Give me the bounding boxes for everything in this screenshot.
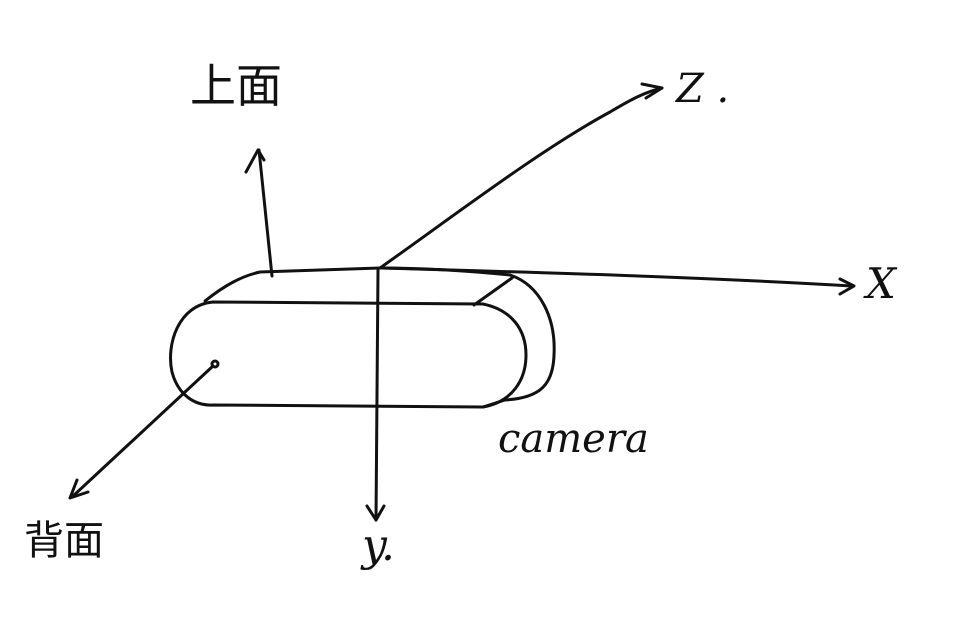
y-axis	[365, 268, 386, 522]
back-face-arrowhead	[68, 478, 90, 500]
back-face-arrow	[68, 359, 220, 500]
z-axis-line	[378, 86, 664, 270]
y-axis-line	[374, 268, 380, 522]
camera-body	[169, 266, 556, 409]
back-face-label: 背面	[24, 518, 104, 564]
top-face-arrow-shaft	[257, 148, 274, 278]
x-axis-arrowhead	[838, 277, 856, 296]
camera-side-outline	[481, 273, 556, 409]
x-axis-label: X	[863, 259, 898, 308]
camera-top-edge	[203, 266, 512, 303]
back-face-arrow-shaft	[70, 364, 215, 499]
top-face-label: 上面	[190, 59, 282, 113]
x-axis-line	[380, 266, 854, 288]
y-axis-arrowhead	[365, 504, 386, 522]
y-axis-label: y.	[360, 520, 395, 571]
camera-label: camera	[498, 416, 649, 462]
x-axis	[380, 266, 856, 296]
back-face-origin-dot	[210, 359, 220, 369]
camera-front-outline	[169, 300, 528, 409]
z-axis	[378, 82, 664, 270]
top-face-arrow-head	[244, 148, 266, 174]
top-face-arrow	[244, 148, 274, 278]
z-axis-arrowhead	[640, 82, 664, 100]
camera-top-corner-edge	[472, 276, 514, 307]
z-axis-label: Z .	[674, 66, 729, 112]
